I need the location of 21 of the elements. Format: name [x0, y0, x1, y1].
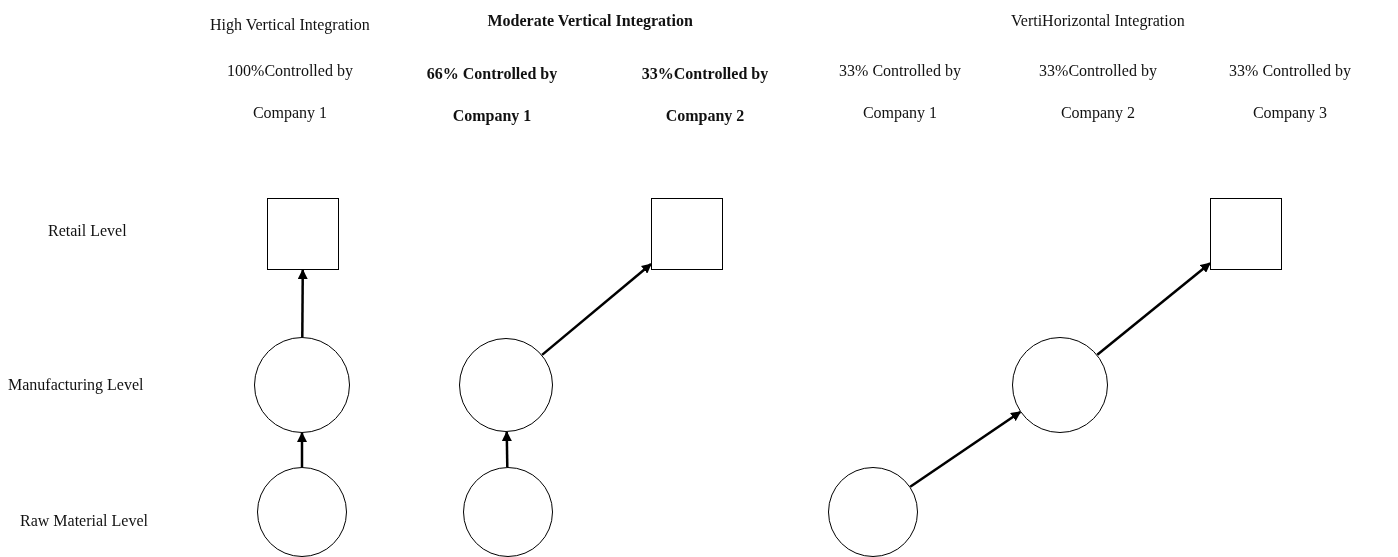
square-node	[1210, 198, 1282, 270]
arrow	[541, 263, 652, 356]
level-label: Raw Material Level	[20, 512, 148, 530]
level-label: Manufacturing Level	[8, 376, 144, 394]
square-node	[267, 198, 339, 270]
level-label: Retail Level	[48, 222, 127, 240]
ownership-label: 33%Controlled by Company 2	[1038, 61, 1158, 124]
column-heading: High Vertical Integration	[210, 16, 370, 34]
arrow	[297, 269, 308, 337]
column-heading: VertiHorizontal Integration	[1011, 12, 1185, 30]
arrow	[297, 432, 307, 467]
ownership-label: 33%Controlled by Company 2	[640, 64, 770, 127]
ownership-label: 66% Controlled by Company 1	[425, 64, 559, 127]
square-node	[651, 198, 723, 270]
ownership-label: 100%Controlled by Company 1	[226, 61, 354, 124]
column-heading: Moderate Vertical Integration	[487, 12, 693, 30]
arrow	[1096, 262, 1211, 356]
ownership-label: 33% Controlled by Company 3	[1228, 61, 1352, 124]
arrow	[501, 431, 512, 468]
ownership-label: 33% Controlled by Company 1	[838, 61, 962, 124]
arrow	[909, 410, 1022, 488]
